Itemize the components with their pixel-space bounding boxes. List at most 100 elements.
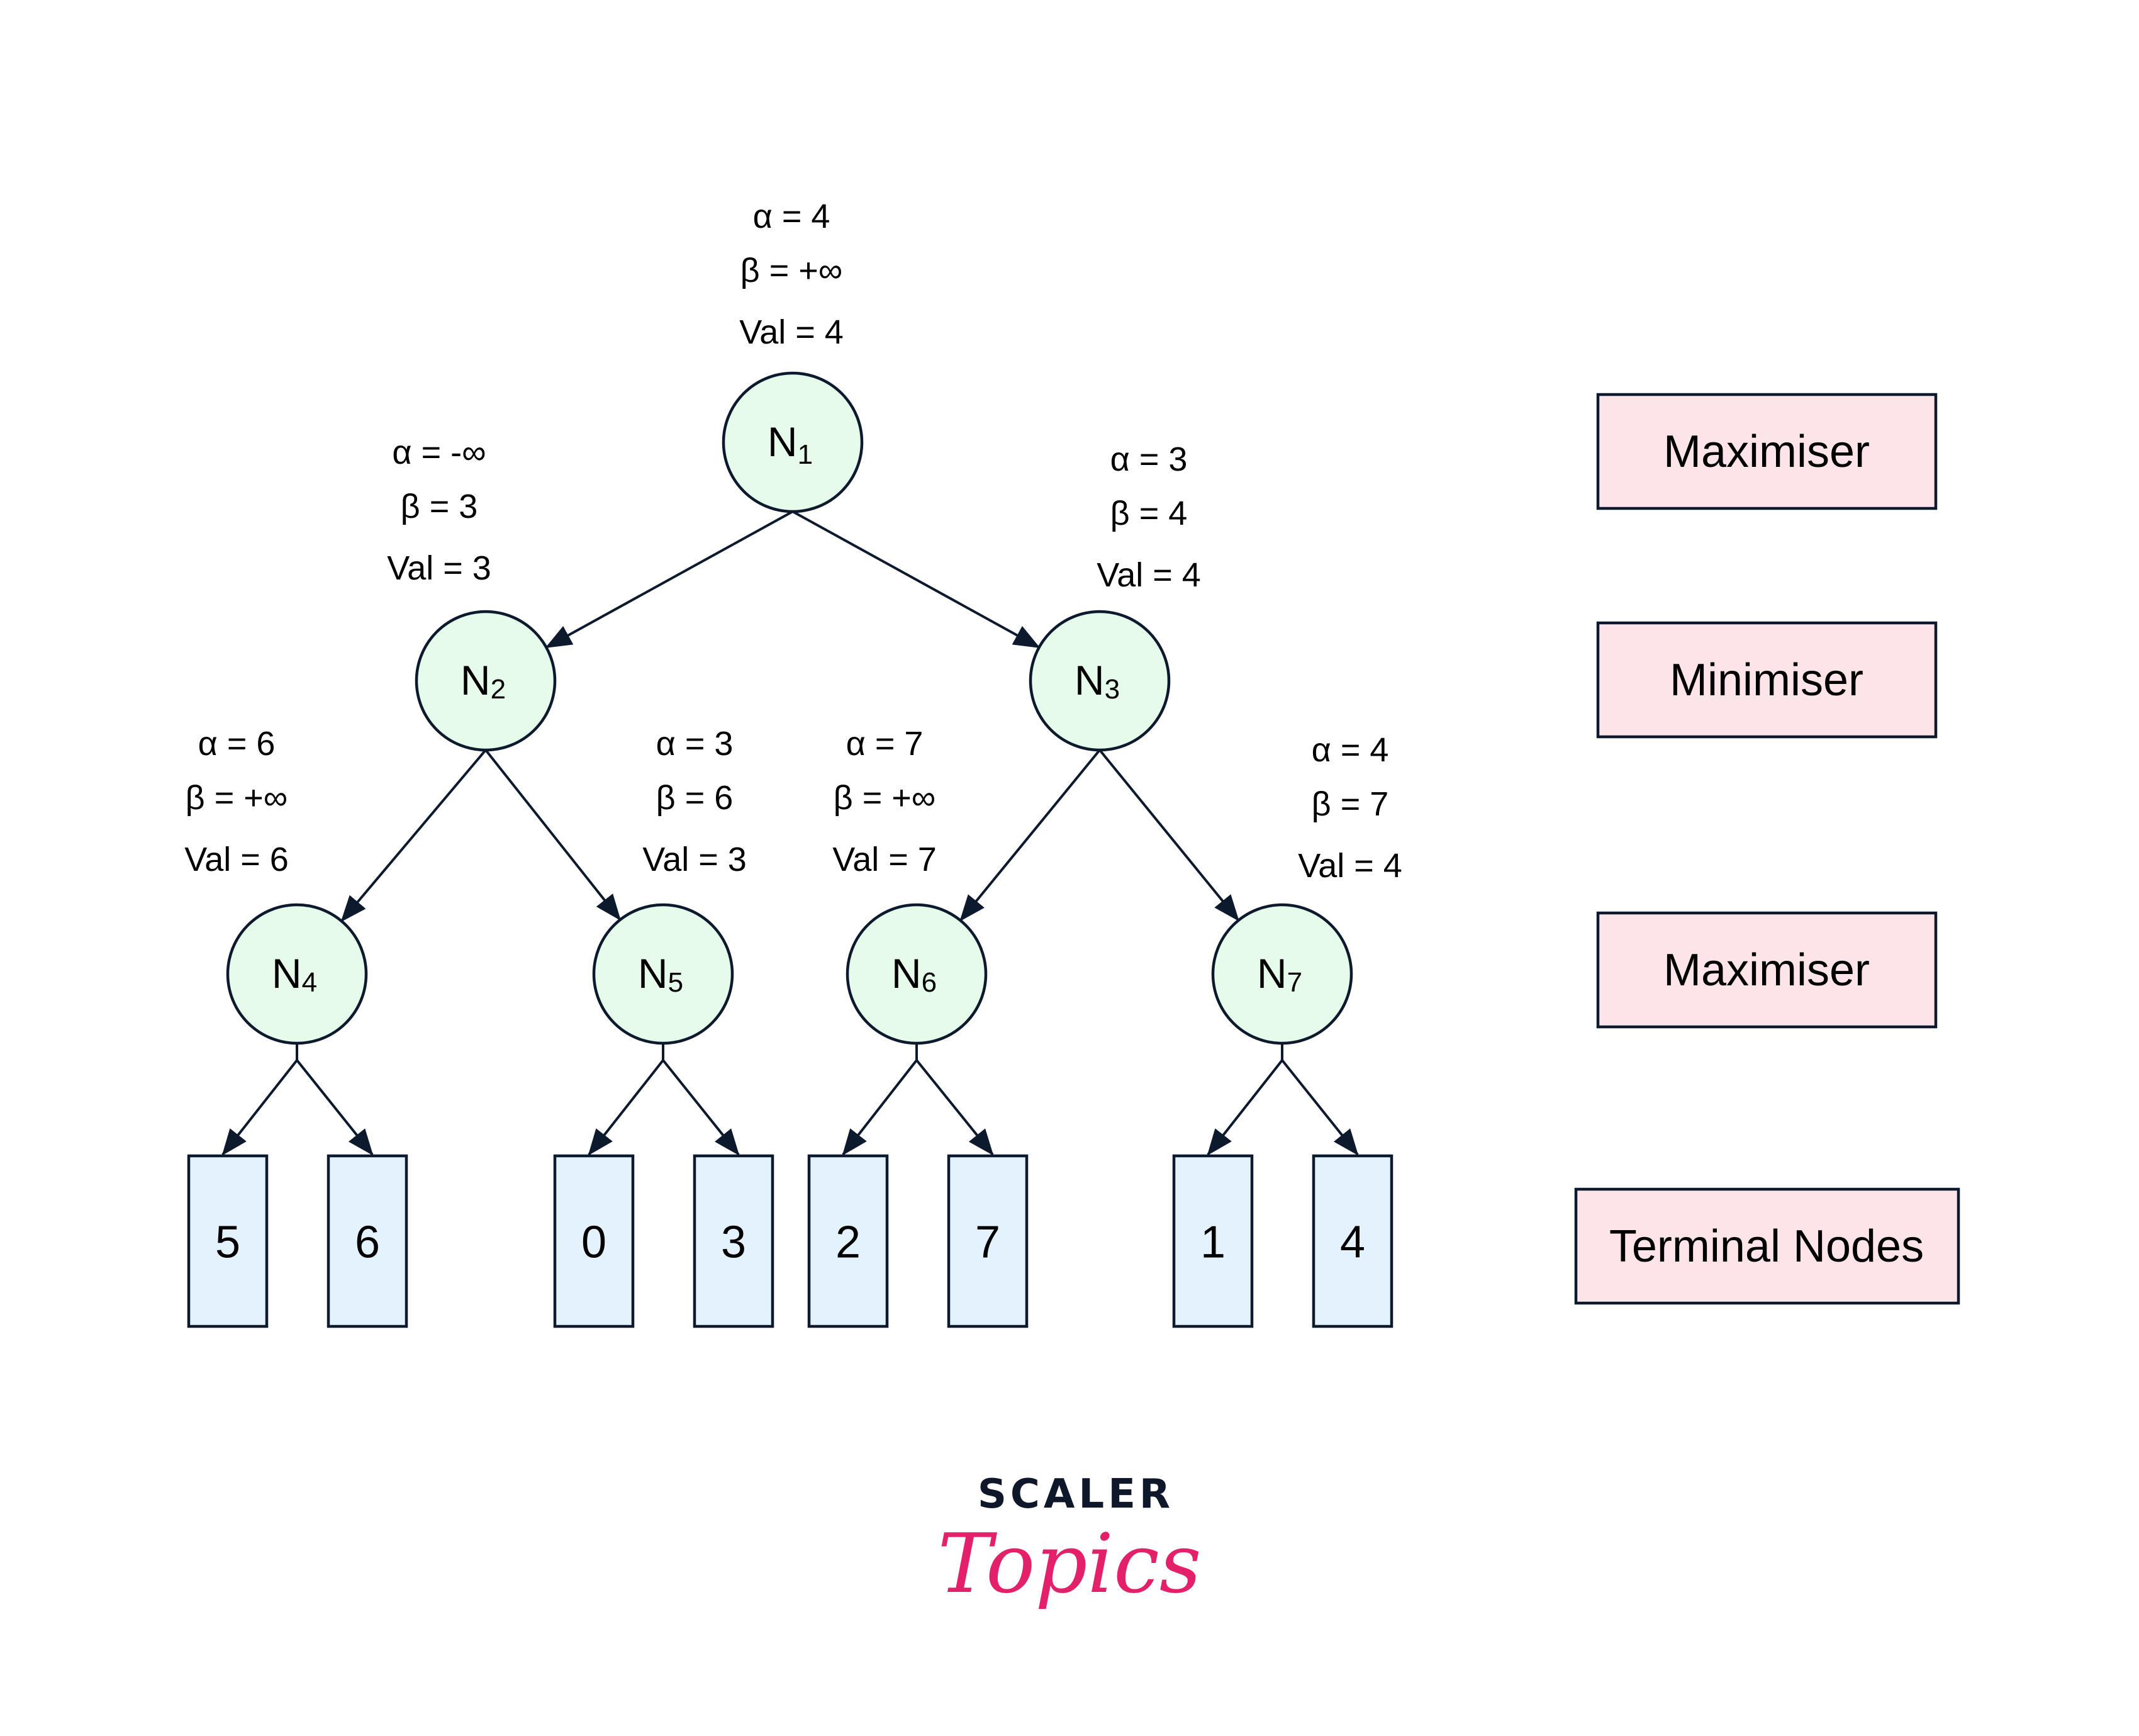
alpha-value: α = 6 [198,725,276,763]
node-label: N4 [272,950,317,998]
val-value: Val = 3 [642,841,747,878]
edge-n4-leaf-1 [221,1059,298,1156]
legend-label: Maximiser [1663,945,1870,995]
terminal-node-box [187,1154,269,1328]
terminal-node-box [327,1154,408,1328]
tree-node-n2: N2 [415,610,557,752]
node-annotation-n2: α = -∞ β = 3 Val = 3 [387,434,491,587]
edge-n7-leaf-2 [1281,1059,1359,1156]
terminal-node: 5 [187,1154,269,1328]
edge-n6-leaf-1 [842,1059,918,1156]
node-label-subscript: 7 [1287,967,1302,998]
legend-box [1574,1187,1960,1305]
node-label-base: N [1257,950,1287,997]
edge-n3-n7 [1098,749,1240,922]
node-annotation-n4: α = 6β = +∞Val = 6 [184,725,289,878]
terminal-node: 0 [553,1154,635,1328]
alpha-value: α = 4 [753,198,830,235]
beta-value: β = 7 [1312,785,1389,823]
node-circle [415,610,557,752]
legend-item-maximiser-bottom: Maximiser [1596,911,1938,1029]
edge-n4-leaf-2 [296,1059,374,1156]
logo-wordmark-scaler: SCALER [978,1471,1174,1518]
terminal-node-value: 5 [215,1218,240,1268]
edge-n3-n6 [959,749,1101,922]
terminal-node-value: 1 [1200,1218,1226,1268]
terminal-node: 4 [1312,1154,1393,1328]
terminal-node-box [553,1154,635,1328]
beta-value: β = 3 [401,488,478,525]
node-label-base: N [461,657,491,703]
node-label-base: N [768,418,798,465]
edge-n6-leaf-2 [915,1059,994,1156]
edge-n5-leaf-1 [588,1059,664,1156]
node-label: N5 [638,950,683,998]
terminal-node-value: 4 [1340,1218,1365,1268]
tree-node-n4: N4 [226,903,368,1045]
node-annotation-n1: α = 4 β = +∞ Val = 4 [739,198,844,351]
beta-value: β = 4 [1110,495,1188,532]
terminal-node: 1 [1172,1154,1254,1328]
legend: Maximiser Minimiser Maximiser Terminal N… [1574,393,1960,1305]
terminal-node-box [1312,1154,1393,1328]
terminal-node-box [947,1154,1029,1328]
node-circle [226,903,368,1045]
node-circle [592,903,734,1045]
node-label-base: N [1075,657,1105,703]
edge-n1-n2 [545,510,793,649]
legend-box [1596,393,1938,510]
legend-box [1596,911,1938,1029]
node-circle [722,371,864,513]
node-annotation-n5: α = 3 β = 6 Val = 3 [642,725,747,878]
node-label-subscript: 2 [491,674,506,705]
beta-value: β = +∞ [740,252,843,289]
legend-box [1596,621,1938,739]
terminal-node: 3 [693,1154,774,1328]
edge-n1-n3 [792,510,1041,649]
legend-item-maximiser-top: Maximiser [1596,393,1938,510]
tree-node-n1: N1 [722,371,864,513]
legend-label: Terminal Nodes [1609,1221,1924,1272]
terminal-node: 7 [947,1154,1029,1328]
beta-value: β = +∞ [834,779,936,817]
terminal-node-box [807,1154,889,1328]
node-label: N6 [891,950,937,998]
node-label-subscript: 6 [922,967,937,998]
node-circle [846,903,988,1045]
terminal-node-value: 2 [835,1218,861,1268]
edge-n2-n5 [484,749,622,921]
edge-n7-leaf-1 [1207,1059,1283,1156]
node-label-base: N [891,950,922,997]
terminal-node-value: 3 [721,1218,746,1268]
alpha-value: α = 3 [656,725,734,763]
alpha-value: α = -∞ [392,434,486,471]
legend-item-terminal-nodes: Terminal Nodes [1574,1187,1960,1305]
beta-value: β = 6 [656,779,734,817]
tree-node-n7: N7 [1211,903,1353,1045]
edge-n2-n4 [340,749,487,922]
node-circle [1211,903,1353,1045]
terminal-node-value: 7 [975,1218,1000,1268]
terminal-node-box [693,1154,774,1328]
terminal-node: 2 [807,1154,889,1328]
tree-node-n3: N3 [1029,610,1171,752]
alpha-value: α = 7 [846,725,924,763]
legend-label: Maximiser [1663,427,1870,477]
terminal-node-value: 0 [581,1218,606,1268]
beta-value: β = +∞ [186,779,288,817]
logo-wordmark-topics: Topics [937,1516,1201,1611]
node-circle [1029,610,1171,752]
legend-label: Minimiser [1670,655,1863,705]
node-label: N2 [461,657,506,705]
val-value: Val = 4 [1097,556,1201,594]
val-value: Val = 4 [739,313,844,351]
val-value: Val = 3 [387,549,491,587]
node-label-subscript: 3 [1105,674,1120,705]
node-annotation-n6: α = 7β = +∞Val = 7 [832,725,937,878]
node-label: N1 [768,418,813,470]
